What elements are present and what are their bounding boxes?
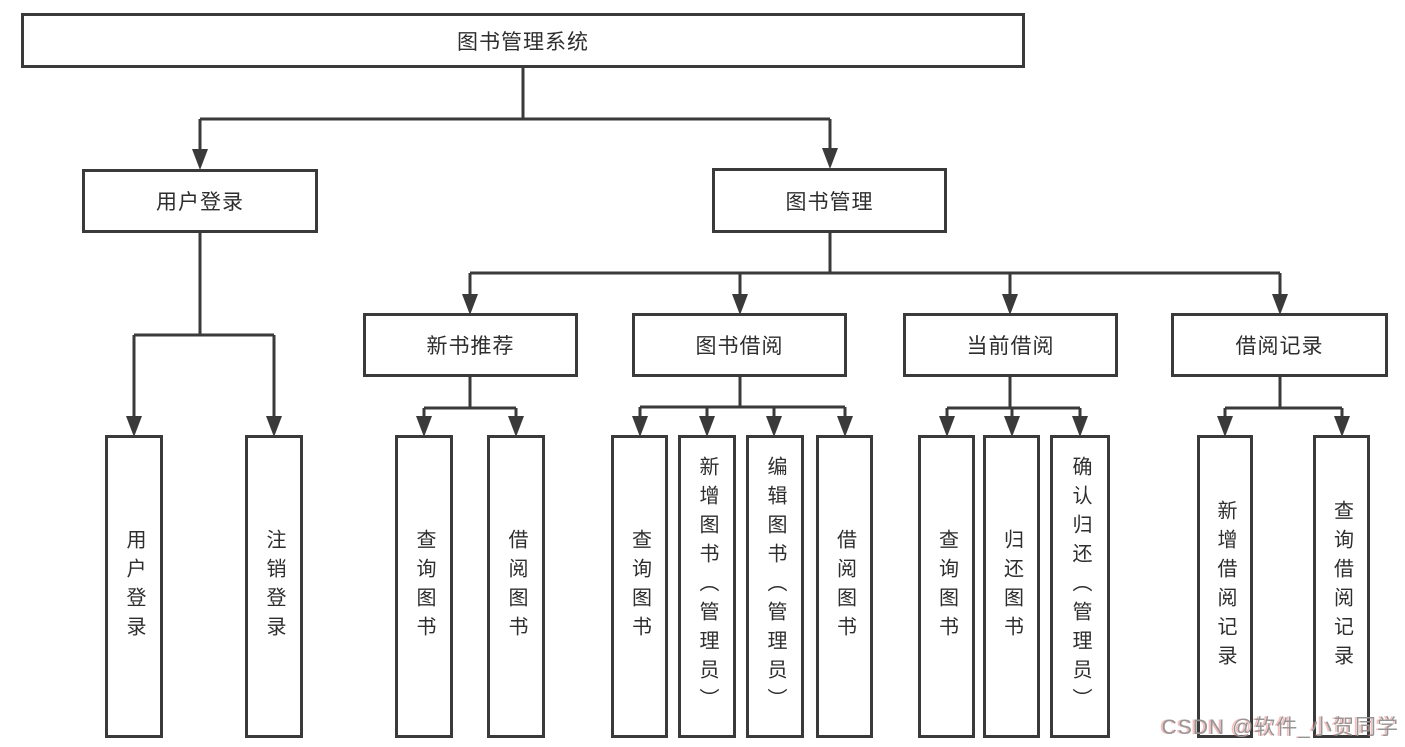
node-label: 借阅图书 — [833, 528, 856, 645]
node-label: 图书管理 — [785, 190, 874, 214]
node-user-login: 用户登录 — [82, 169, 318, 233]
node-library-management-system: 图书管理系统 — [21, 13, 1025, 68]
node-label: 图书管理系统 — [457, 30, 589, 54]
node-label: 新增借阅记录 — [1214, 499, 1236, 674]
node-label: 当前借阅 — [966, 335, 1055, 358]
leaf-confirm-return-admin: 确认归还（管理员） — [1050, 435, 1110, 738]
leaf-return-books: 归还图书 — [983, 435, 1040, 738]
csdn-watermark: CSDN @软件_小贺同学 — [1161, 716, 1399, 739]
node-label: 用户登录 — [123, 528, 145, 645]
leaf-add-borrow-record: 新增借阅记录 — [1197, 435, 1253, 738]
node-label: 查询图书 — [628, 528, 651, 645]
node-label: 确认归还（管理员） — [1069, 456, 1091, 717]
node-new-book-recommend: 新书推荐 — [363, 313, 578, 377]
leaf-query-books-current: 查询图书 — [918, 435, 975, 738]
node-label: 借阅记录 — [1235, 335, 1324, 358]
leaf-add-books-admin: 新增图书（管理员） — [678, 435, 736, 738]
node-book-borrowing: 图书借阅 — [632, 313, 847, 377]
node-label: 用户登录 — [156, 191, 244, 214]
leaf-borrow-books-borrowing: 借阅图书 — [816, 435, 873, 738]
leaf-edit-books-admin: 编辑图书（管理员） — [746, 435, 804, 738]
leaf-query-books-borrowing: 查询图书 — [611, 435, 668, 738]
node-book-management: 图书管理 — [712, 168, 947, 233]
leaf-query-books-recommend: 查询图书 — [395, 435, 453, 738]
node-label: 借阅图书 — [505, 528, 527, 645]
node-label: 查询图书 — [413, 528, 435, 645]
node-label: 查询图书 — [935, 528, 958, 645]
leaf-logout: 注销登录 — [245, 435, 303, 738]
leaf-query-borrow-record: 查询借阅记录 — [1313, 435, 1370, 738]
node-label: 新书推荐 — [426, 335, 515, 358]
node-borrowing-records: 借阅记录 — [1171, 313, 1388, 377]
node-label: 图书借阅 — [695, 335, 784, 358]
node-current-borrowing: 当前借阅 — [903, 313, 1118, 377]
node-label: 编辑图书（管理员） — [764, 456, 786, 717]
node-label: 查询借阅记录 — [1330, 499, 1353, 674]
leaf-borrow-books-recommend: 借阅图书 — [487, 435, 545, 738]
node-label: 新增图书（管理员） — [696, 456, 718, 717]
leaf-user-login: 用户登录 — [105, 435, 163, 738]
node-label: 归还图书 — [1000, 528, 1023, 645]
node-label: 注销登录 — [263, 528, 285, 645]
